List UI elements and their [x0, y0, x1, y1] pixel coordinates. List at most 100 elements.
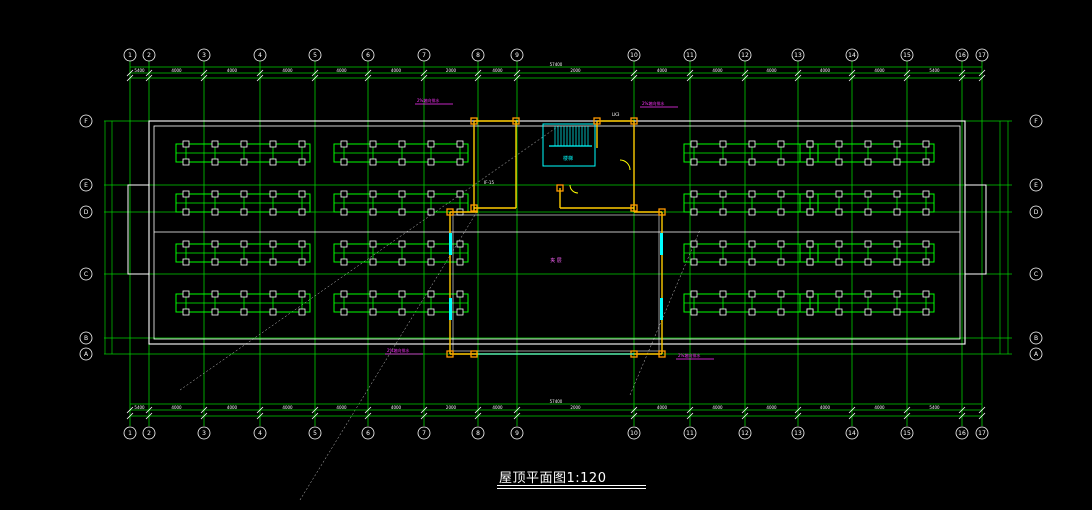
dim-tick	[958, 412, 966, 420]
panel-mount	[922, 290, 930, 298]
drawing-title: 屋顶平面图1:120	[497, 467, 647, 489]
axis-bubble	[1029, 178, 1043, 192]
panel-mount	[211, 158, 219, 166]
axis-bubble	[417, 48, 431, 62]
axis-bubble-label: 1	[128, 52, 132, 59]
axis-bubble-top-16: 16	[955, 48, 969, 62]
panel-mount	[240, 208, 248, 216]
axis-bubble-label: A	[84, 351, 89, 358]
panel-mount	[806, 258, 814, 266]
axis-bubble	[308, 426, 322, 440]
axis-bubble-right-E: E	[1029, 178, 1043, 192]
dim-bay-label: 4000	[874, 68, 885, 73]
axis-bubble	[1029, 267, 1043, 281]
dim-bay-label: 4000	[712, 405, 723, 410]
axis-bubble-left-C: C	[79, 267, 93, 281]
axis-bubble-label: 3	[202, 52, 206, 59]
panel-mount	[369, 158, 377, 166]
panel-mount	[748, 208, 756, 216]
panel-mount	[398, 190, 406, 198]
dim-tick	[311, 69, 319, 77]
dim-tick	[630, 74, 638, 82]
dim-bay-label: 4000	[820, 68, 831, 73]
axis-bubble	[253, 426, 267, 440]
axis-bubble-top-9: 9	[510, 48, 524, 62]
dim-bay-label: 4000	[227, 68, 238, 73]
axis-bubble	[361, 426, 375, 440]
panel-mount	[427, 158, 435, 166]
panel-mount	[182, 140, 190, 148]
panel-mount	[719, 240, 727, 248]
dim-tick	[741, 412, 749, 420]
west-bay	[127, 184, 150, 275]
dim-tick	[513, 74, 521, 82]
axis-bubble-right-A: A	[1029, 347, 1043, 361]
dim-tick	[256, 412, 264, 420]
axis-bubble-label: F	[84, 118, 88, 125]
axis-bubble	[417, 426, 431, 440]
axis-bubble	[79, 114, 93, 128]
door-swing	[569, 184, 579, 194]
building-outline	[127, 120, 987, 345]
panel-mount	[864, 190, 872, 198]
dim-bay-label: 4000	[171, 405, 182, 410]
dim-bay-label: 4000	[336, 405, 347, 410]
panel-mount	[182, 258, 190, 266]
panel-mount	[240, 140, 248, 148]
panel-mount	[456, 140, 464, 148]
axis-bubble	[197, 48, 211, 62]
panel-mount	[369, 258, 377, 266]
panel-mount	[340, 290, 348, 298]
axis-bubble-top-4: 4	[253, 48, 267, 62]
structural-column	[446, 350, 454, 358]
axis-bubble-label: 4	[258, 52, 262, 59]
axis-bubble-label: E	[84, 182, 88, 189]
axis-bubble	[900, 426, 914, 440]
panel-mount	[748, 308, 756, 316]
dim-bay-label: 2000	[570, 405, 581, 410]
axis-bubble-top-2: 2	[142, 48, 156, 62]
axis-bubble-label: 5	[313, 52, 317, 59]
panel-mount	[748, 290, 756, 298]
panel-mount	[298, 140, 306, 148]
dim-tick	[686, 69, 694, 77]
panel-mount	[806, 240, 814, 248]
axis-bubble-bottom-12: 12	[738, 426, 752, 440]
axis-bubble-bottom-5: 5	[308, 426, 322, 440]
dim-tick	[420, 69, 428, 77]
axis-bubble-label: F	[1034, 118, 1038, 125]
structural-column	[630, 117, 638, 125]
panel-mount	[748, 258, 756, 266]
panel-mount	[340, 258, 348, 266]
panel-mount	[182, 208, 190, 216]
dim-tick	[686, 412, 694, 420]
panel-mount	[690, 308, 698, 316]
inner-parapet	[153, 125, 961, 340]
solar-panel-arrays	[175, 140, 935, 316]
panel-mount	[340, 190, 348, 198]
panel-mount	[427, 258, 435, 266]
axis-bubble	[1029, 331, 1043, 345]
panel-mount	[340, 308, 348, 316]
panel-mount	[835, 158, 843, 166]
axis-bubble	[142, 426, 156, 440]
dim-tick	[145, 69, 153, 77]
axis-bubble-label: 15	[903, 430, 911, 437]
panel-mount	[369, 240, 377, 248]
structural-column	[512, 117, 520, 125]
dim-tick	[903, 69, 911, 77]
panel-mount	[690, 158, 698, 166]
dim-tick	[126, 69, 134, 77]
drawing-title-text: 屋顶平面图1:120	[499, 471, 607, 486]
panel-mount	[690, 140, 698, 148]
panel-mount	[240, 158, 248, 166]
panel-mount	[777, 140, 785, 148]
dim-tick	[200, 69, 208, 77]
dim-tick	[474, 406, 482, 414]
axis-bubble-label: 6	[366, 430, 370, 437]
axis-bubble-label: 3	[202, 430, 206, 437]
window	[660, 233, 663, 255]
tag-text: 2%坡向排水	[417, 97, 439, 103]
